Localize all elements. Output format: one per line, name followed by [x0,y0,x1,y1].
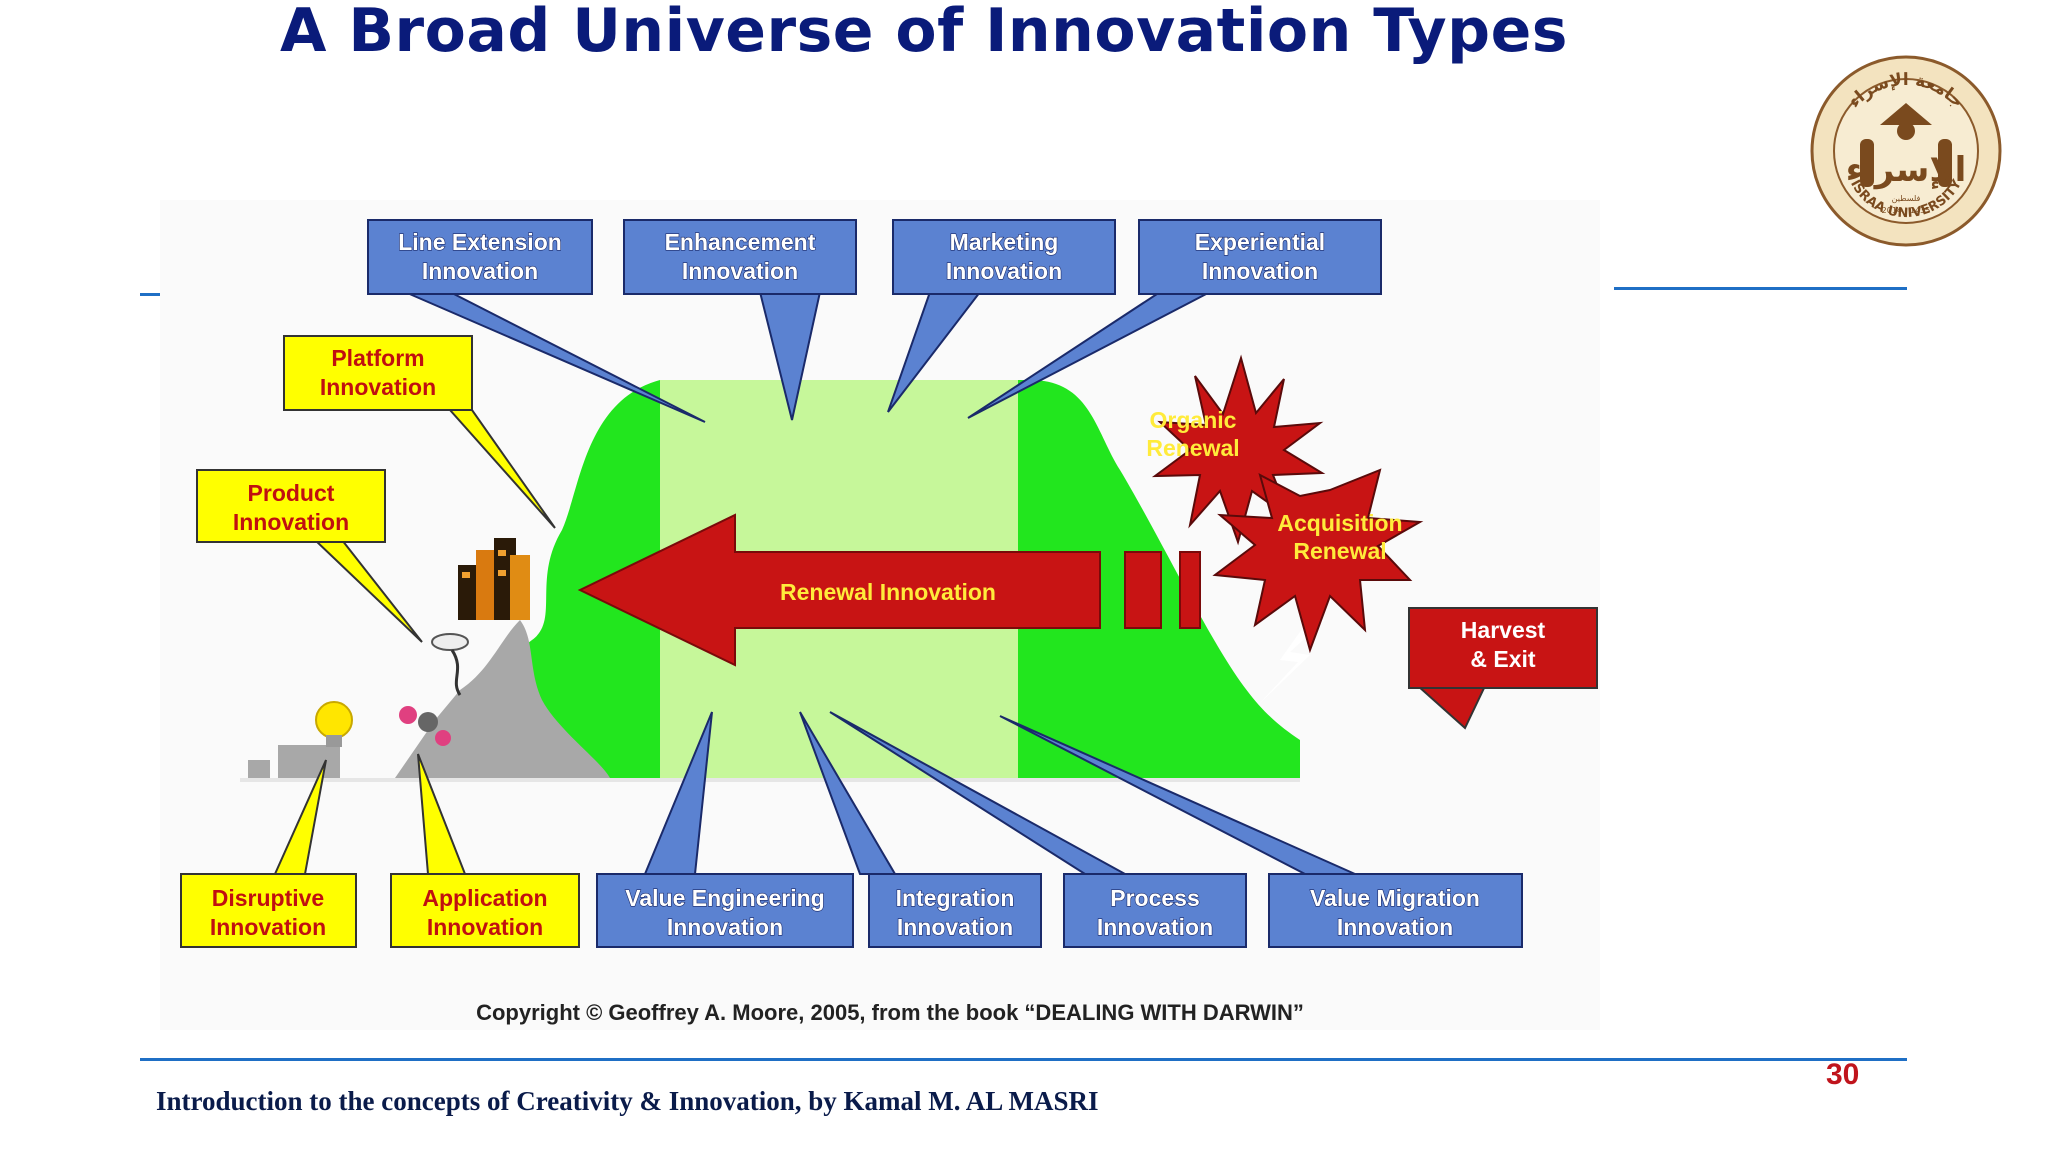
svg-text:Innovation: Innovation [1337,914,1453,940]
city-buildings-icon [458,538,530,620]
line-extension-box: Line Extension Innovation [367,219,593,295]
svg-text:Integration: Integration [896,885,1015,911]
svg-text:Application: Application [422,885,547,911]
process-box: Process Innovation [1063,873,1247,948]
seal-place: فلسطين [1892,194,1921,203]
svg-text:Renewal: Renewal [1146,435,1239,461]
svg-text:Innovation: Innovation [233,509,349,535]
svg-text:Innovation: Innovation [1097,914,1213,940]
svg-text:Innovation: Innovation [897,914,1013,940]
seal-years: 2014 - 1435 [1882,206,1931,215]
product-box: Product Innovation [196,469,386,543]
slide-title: A Broad Universe of Innovation Types [280,0,1569,66]
acquisition-renewal-burst: Acquisition Renewal [1212,468,1424,654]
harvest-exit-box: Harvest & Exit [1408,607,1598,689]
svg-text:& Exit: & Exit [1470,646,1536,672]
svg-text:Harvest: Harvest [1461,617,1546,643]
footer-text: Introduction to the concepts of Creativi… [156,1086,1099,1116]
innovation-types-diagram: Renewal Innovation Line Extension Innova… [160,200,1600,1030]
svg-text:Experiential: Experiential [1195,229,1325,255]
svg-text:Organic: Organic [1150,407,1237,433]
svg-text:Innovation: Innovation [682,258,798,284]
value-engineering-box: Value Engineering Innovation [596,873,854,948]
svg-text:Innovation: Innovation [320,374,436,400]
top-rule-right [1614,287,1907,290]
svg-text:Acquisition: Acquisition [1277,510,1402,536]
value-migration-box: Value Migration Innovation [1268,873,1523,948]
svg-text:Innovation: Innovation [427,914,543,940]
lightning-bolt-icon [1258,615,1325,705]
platform-box: Platform Innovation [283,335,473,411]
application-items-icon [399,706,451,746]
svg-text:Marketing: Marketing [950,229,1059,255]
top-rule-left [140,293,164,296]
svg-text:Innovation: Innovation [1202,258,1318,284]
copyright-note: Copyright © Geoffrey A. Moore, 2005, fro… [476,1000,1304,1025]
enhancement-box: Enhancement Innovation [623,219,857,295]
svg-text:Innovation: Innovation [667,914,783,940]
experiential-box: Experiential Innovation [1138,219,1382,295]
marketing-box: Marketing Innovation [892,219,1116,295]
svg-text:Platform: Platform [331,345,424,371]
page-number: 30 [1826,1058,1860,1091]
lightbulb-icon [315,701,353,747]
gadget-icon [431,633,469,696]
svg-text:Innovation: Innovation [422,258,538,284]
renewal-arrow-label: Renewal Innovation [780,579,996,605]
renewal-arrow [577,513,1101,667]
svg-text:Renewal: Renewal [1293,538,1386,564]
seal-arabic-big: الإسراء [1846,150,1967,190]
svg-text:Product: Product [248,480,335,506]
svg-text:Innovation: Innovation [210,914,326,940]
university-seal-icon: جامعة الإسراء ISRAA UNIVERSITY الإسراء ف… [1810,55,2002,247]
svg-text:Enhancement: Enhancement [665,229,816,255]
svg-text:Innovation: Innovation [946,258,1062,284]
svg-text:Value Migration: Value Migration [1310,885,1480,911]
svg-text:Process: Process [1110,885,1200,911]
bottom-rule [140,1058,1907,1061]
svg-text:Value Engineering: Value Engineering [625,885,824,911]
svg-text:Line Extension: Line Extension [398,229,562,255]
svg-text:Disruptive: Disruptive [212,885,324,911]
application-box: Application Innovation [390,873,580,948]
integration-box: Integration Innovation [868,873,1042,948]
disruptive-box: Disruptive Innovation [180,873,357,948]
